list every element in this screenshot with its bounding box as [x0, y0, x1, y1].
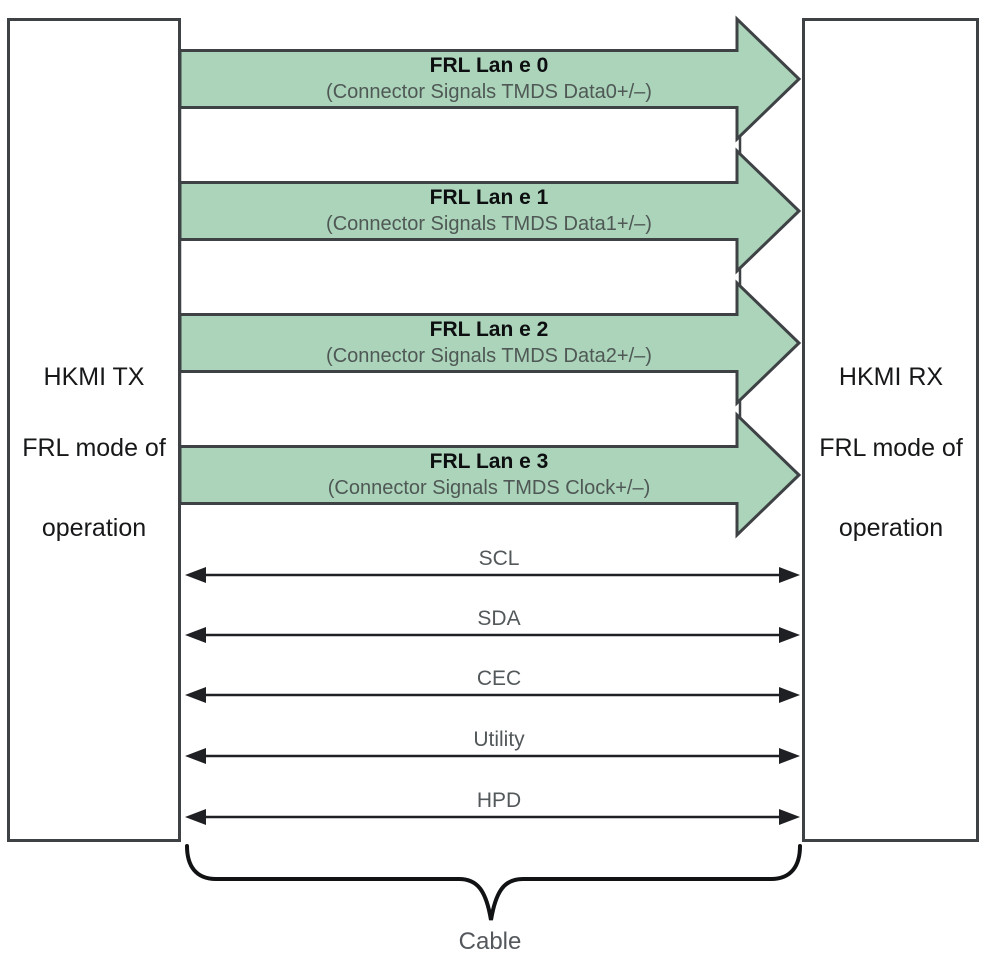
rx-box-subtitle-line1: FRL mode of: [819, 434, 963, 462]
rx-box-subtitle-line2: operation: [838, 514, 944, 542]
cable-label: Cable: [458, 928, 522, 955]
bus-line-utility: [185, 748, 800, 764]
arrowhead-right-icon: [779, 567, 800, 583]
tx-box-subtitle-line1: FRL mode of: [22, 434, 166, 462]
bus-line-hpd: [185, 809, 800, 825]
rx-box-subtitle: FRL mode of operation: [803, 428, 979, 548]
arrowhead-right-icon: [779, 748, 800, 764]
rx-box: [802, 18, 979, 842]
arrowhead-right-icon: [779, 809, 800, 825]
arrowhead-left-icon: [185, 748, 206, 764]
bus-label-sda: SDA: [477, 607, 521, 630]
lane-arrows: [178, 15, 802, 539]
cable-brace: [185, 844, 802, 921]
arrowhead-right-icon: [779, 687, 800, 703]
bus-line-cec: [185, 687, 800, 703]
bus-lines: [185, 567, 800, 825]
lane-arrow-3: [178, 411, 802, 539]
lane-arrow-2: [178, 279, 802, 407]
lane-gap-rect: [178, 106, 742, 184]
arrowhead-left-icon: [185, 627, 206, 643]
arrowhead-left-icon: [185, 809, 206, 825]
arrowhead-right-icon: [779, 627, 800, 643]
lane-gap-rect: [178, 370, 742, 448]
lane-arrow-0: [178, 15, 802, 143]
tx-box-title: HKMI TX: [43, 363, 145, 391]
arrowhead-left-icon: [185, 687, 206, 703]
lane-gap-rect: [178, 238, 742, 316]
bus-label-utility: Utility: [473, 728, 525, 751]
lane-gap-rects: [178, 106, 742, 448]
lane-arrow-1: [178, 147, 802, 275]
tx-box-subtitle-line2: operation: [41, 514, 147, 542]
tx-box: [7, 18, 181, 842]
bus-line-scl: [185, 567, 800, 583]
bus-label-cec: CEC: [476, 667, 522, 690]
tx-box-subtitle: FRL mode of operation: [6, 428, 182, 548]
arrowhead-left-icon: [185, 567, 206, 583]
bus-label-scl: SCL: [478, 547, 520, 570]
bus-label-hpd: HPD: [476, 789, 522, 812]
rx-box-title: HKMI RX: [838, 363, 944, 391]
bus-line-sda: [185, 627, 800, 643]
